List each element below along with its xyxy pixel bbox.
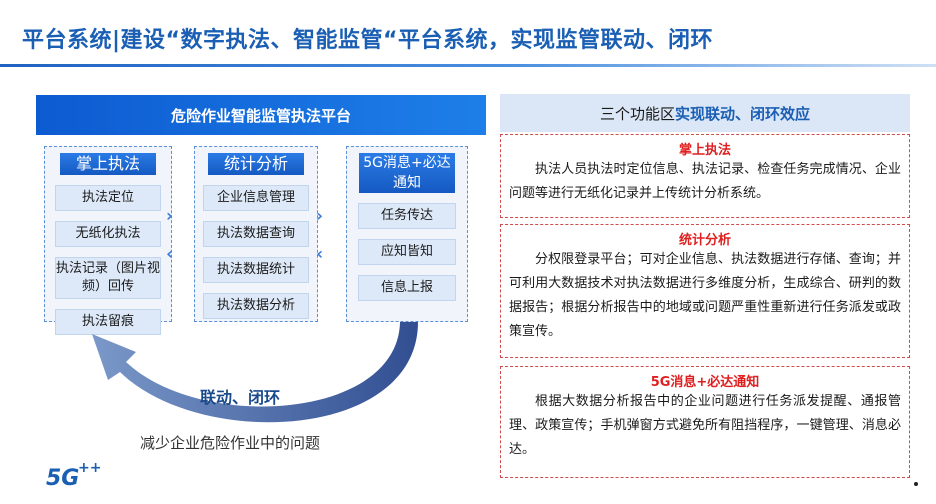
section-mobile-enforcement: 掌上执法 执法人员执法时定位信息、执法记录、检查任务完成情况、企业问题等进行无纸… (500, 134, 910, 218)
section-title: 掌上执法 (678, 143, 731, 158)
column-item: 执法定位 (55, 185, 161, 211)
column-statistics: 统计分析 企业信息管理 执法数据查询 执法数据统计 执法数据分析 (194, 146, 318, 322)
column-item: 执法数据分析 (203, 293, 309, 319)
right-header-prefix: 三个功能区 (599, 104, 675, 123)
column-title: 掌上执法 (60, 153, 156, 175)
platform-header: 危险作业智能监管执法平台 (36, 95, 486, 135)
section-title: 5G消息+必达通知 (650, 375, 760, 390)
column-item: 企业信息管理 (203, 185, 309, 211)
chevron-left-icon: ‹‹‹ (166, 244, 174, 263)
column-item: 执法数据查询 (203, 221, 309, 247)
column-item: 执法数据统计 (203, 257, 309, 283)
chevron-left-icon: ‹‹‹ (316, 244, 324, 263)
column-mobile-enforcement: 掌上执法 执法定位 无纸化执法 执法记录（图片视频）回传 执法留痕 (44, 146, 172, 335)
right-panel-header: 三个功能区实现联动、闭环效应 (500, 94, 910, 132)
page-dot (914, 482, 918, 486)
column-item: 应知皆知 (358, 239, 456, 265)
column-item: 执法记录（图片视频）回传 (55, 257, 161, 299)
column-item: 执法留痕 (55, 309, 161, 335)
bottom-caption: 减少企业危险作业中的问题 (140, 434, 321, 452)
section-body: 分权限登录平台；可对企业信息、执法数据进行存储、查询；并可利用大数据技术对执法数… (509, 252, 901, 339)
section-5g-message: 5G消息+必达通知 根据大数据分析报告中的企业问题进行任务派发提醒、通报管理、政… (500, 366, 910, 478)
column-title: 5G消息+必达通知 (359, 153, 455, 193)
section-body: 根据大数据分析报告中的企业问题进行任务派发提醒、通报管理、政策宣传；手机弹窗方式… (509, 394, 901, 457)
title-divider (0, 64, 936, 67)
section-title: 统计分析 (678, 233, 731, 248)
column-item: 信息上报 (358, 275, 456, 301)
section-body: 执法人员执法时定位信息、执法记录、检查任务完成情况、企业问题等进行无纸化记录并上… (509, 162, 901, 201)
chevron-right-icon: ››› (316, 206, 324, 225)
section-statistics: 统计分析 分权限登录平台；可对企业信息、执法数据进行存储、查询；并可利用大数据技… (500, 224, 910, 358)
chevron-right-icon: ››› (166, 206, 174, 225)
column-item: 任务传达 (358, 203, 456, 229)
column-5g-message: 5G消息+必达通知 任务传达 应知皆知 信息上报 (346, 146, 468, 322)
loop-label: 联动、闭环 (200, 388, 281, 407)
5g-logo-plus: ++ (78, 460, 102, 476)
column-item: 无纸化执法 (55, 221, 161, 247)
right-header-accent: 实现联动、闭环效应 (675, 104, 811, 123)
page-title: 平台系统|建设“数字执法、智能监管“平台系统，实现监管联动、闭环 (22, 28, 713, 53)
column-title: 统计分析 (208, 153, 304, 175)
5g-logo: 5G (46, 466, 80, 491)
